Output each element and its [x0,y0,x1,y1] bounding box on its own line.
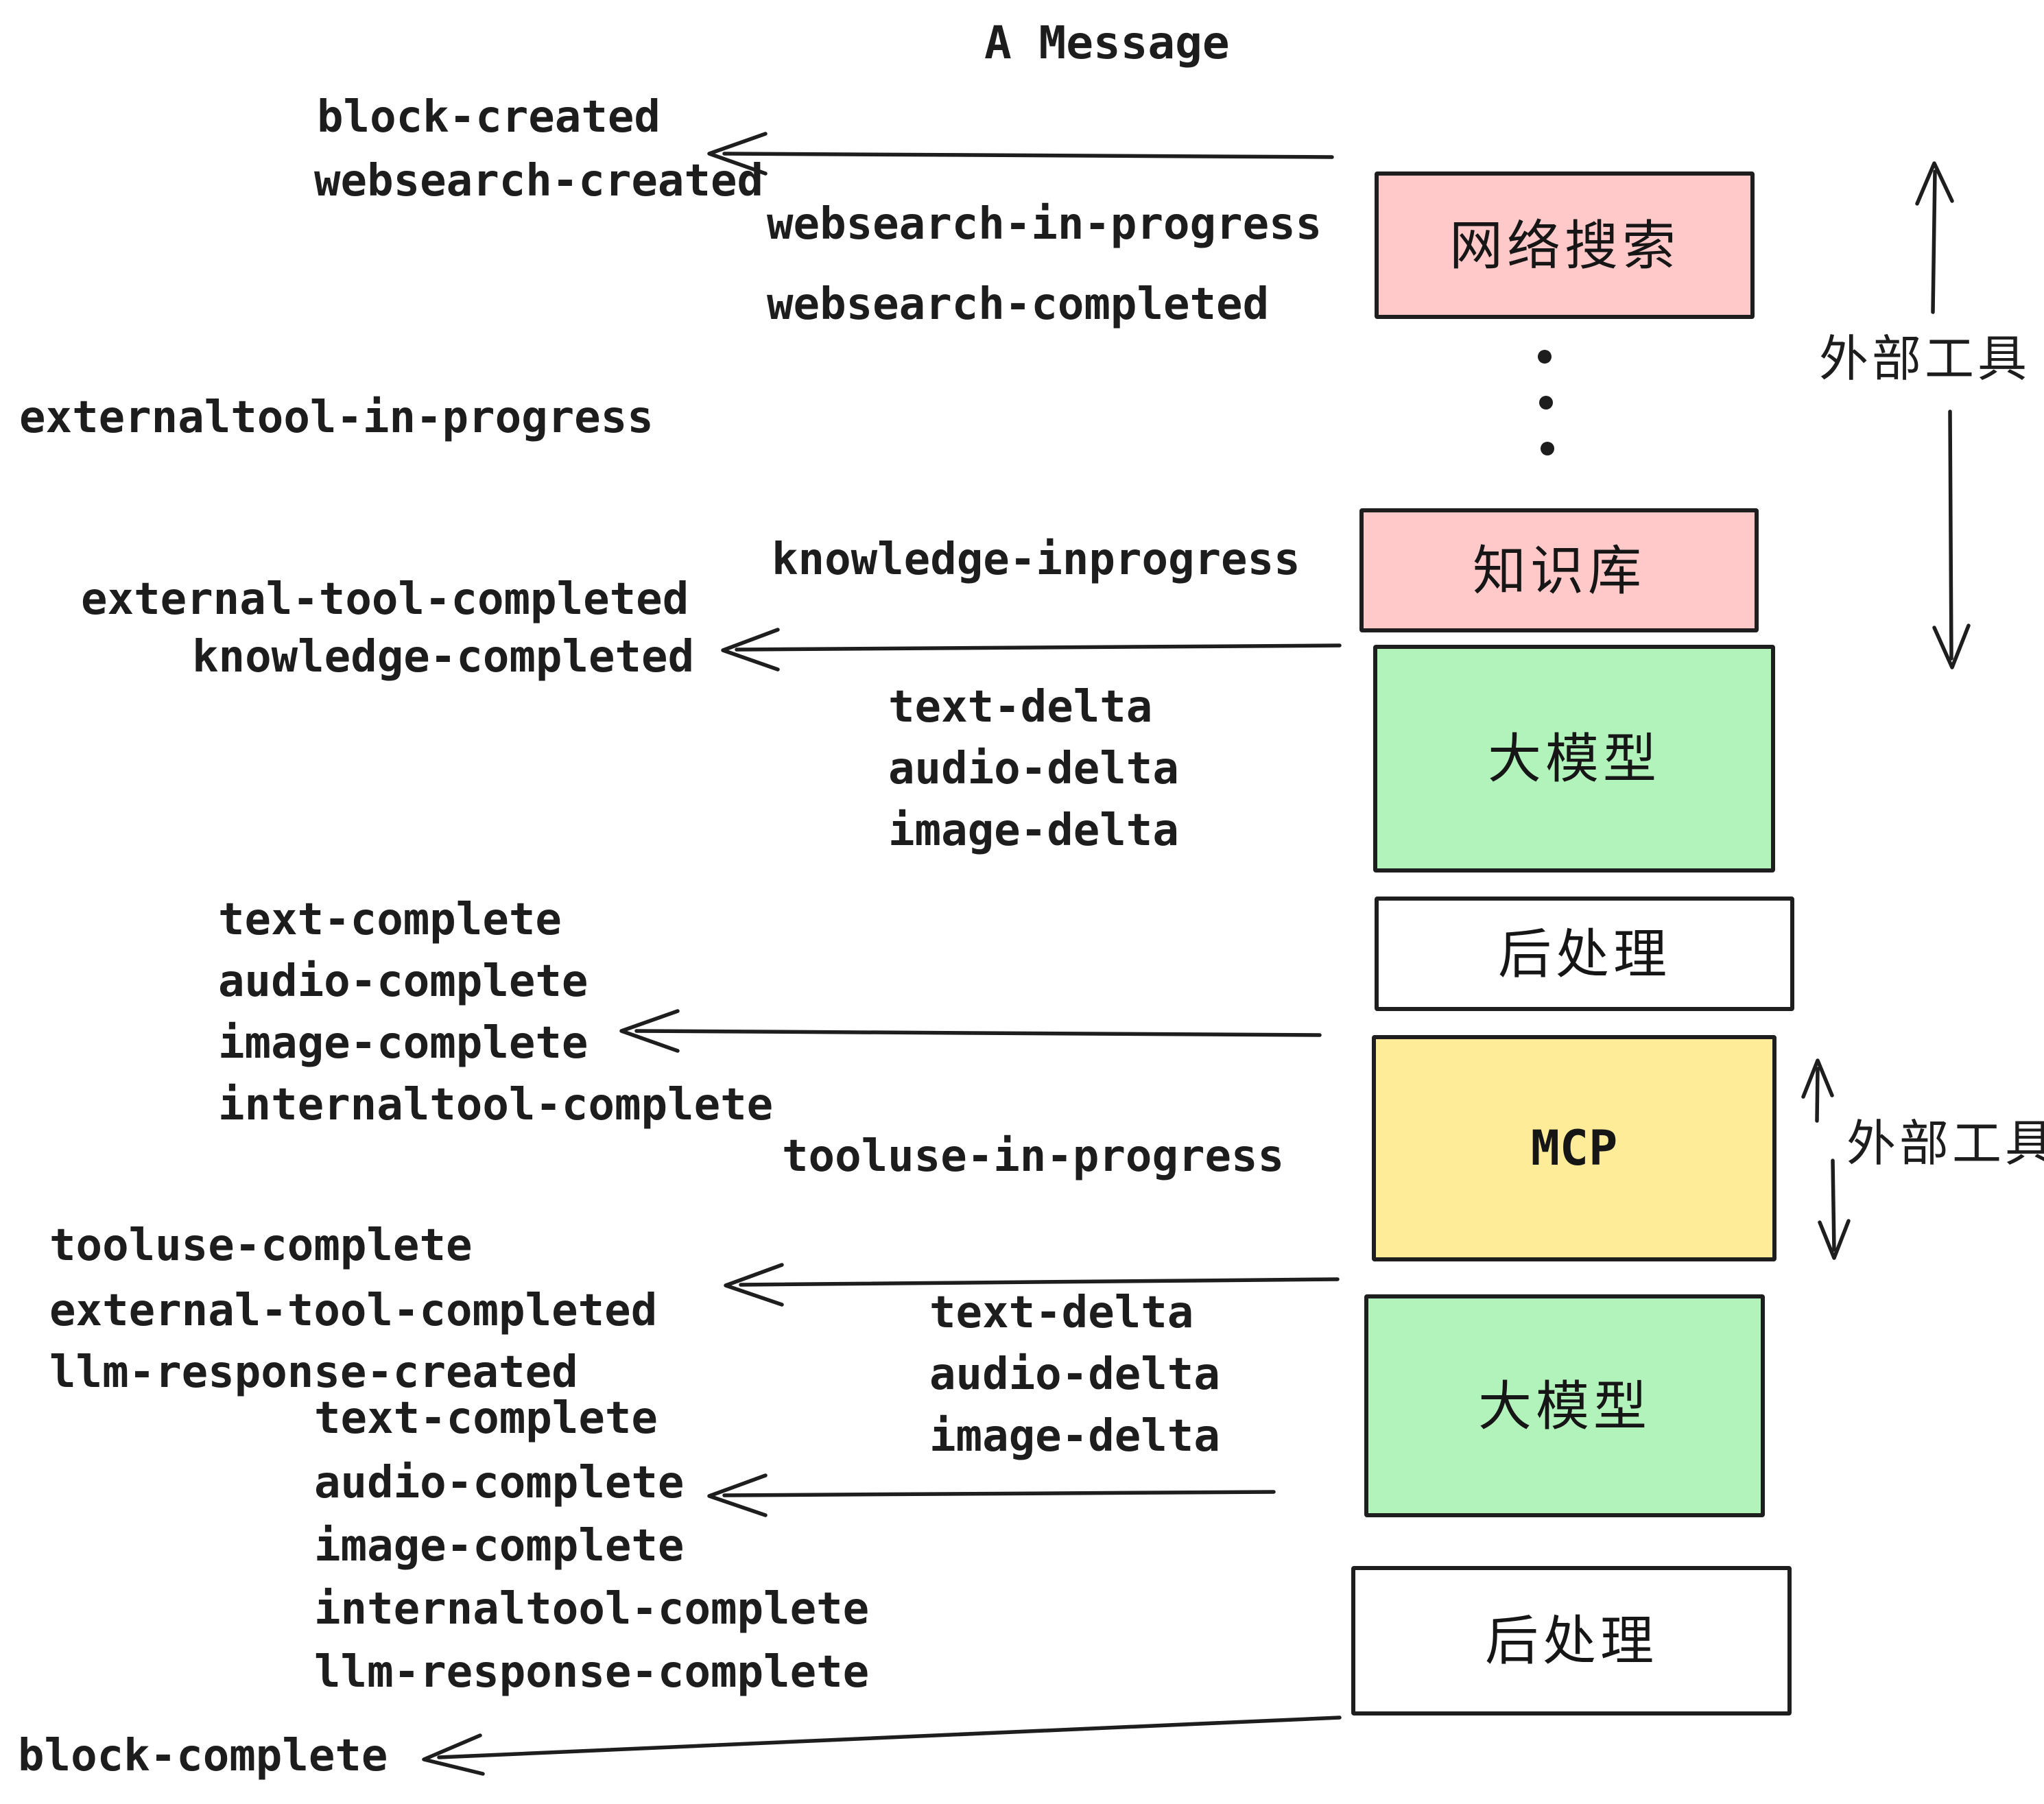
node-llm-2: 大模型 [1364,1294,1765,1517]
arrow-websearch-to-block-created [707,132,1334,176]
event-label-websearch-completed: websearch-completed [767,279,1270,330]
node-postprocess-1: 后处理 [1375,897,1794,1011]
node-knowledge-base: 知识库 [1359,508,1759,632]
node-mcp-label: MCP [1530,1120,1618,1176]
node-knowledge-base-label: 知识库 [1472,540,1645,601]
event-label-llm-response-complete: llm-response-complete [314,1647,870,1698]
event-label-llm-response-created: llm-response-created [49,1347,578,1398]
event-label-image-complete-2: image-complete [314,1521,685,1571]
event-label-externaltool-in-progress: externaltool-in-progress [19,392,654,443]
event-label-text-complete-2: text-complete [314,1393,658,1444]
event-label-audio-delta-2: audio-delta [929,1349,1220,1400]
node-postprocess-2-label: 后处理 [1484,1611,1658,1671]
event-label-text-complete-1: text-complete [218,894,562,945]
diagram-title: A Message [984,16,1230,69]
event-label-image-complete-1: image-complete [218,1018,589,1069]
external-tools-down-arrow [1932,410,1971,669]
node-llm-1: 大模型 [1373,645,1775,873]
event-label-websearch-in-progress: websearch-in-progress [767,199,1322,250]
node-llm-1-label: 大模型 [1487,728,1661,789]
mcp-external-tools-up-arrow [1801,1058,1834,1123]
event-label-audio-complete-1: audio-complete [218,956,589,1007]
node-websearch: 网络搜索 [1375,171,1755,319]
arrow-llm2-to-audio-complete [707,1473,1276,1517]
node-websearch-label: 网络搜索 [1449,215,1680,276]
event-label-external-tool-completed-1: external-tool-completed [81,574,689,625]
arrow-knowledge-to-knowledge-completed [721,628,1342,672]
side-label-external-tools-1: 外部工具 [1819,332,2031,387]
mcp-external-tools-down-arrow [1818,1159,1851,1260]
event-label-internaltool-complete-2: internaltool-complete [314,1584,870,1635]
ellipsis-dots [1538,350,1554,455]
event-label-tooluse-in-progress: tooluse-in-progress [782,1131,1285,1182]
arrow-postprocess-to-image-complete [619,1009,1322,1053]
event-label-audio-complete-2: audio-complete [314,1458,685,1508]
node-postprocess-1-label: 后处理 [1497,923,1671,984]
event-label-websearch-created: websearch-created [314,156,764,206]
event-label-image-delta-2: image-delta [929,1411,1220,1462]
event-label-image-delta-1: image-delta [888,805,1179,856]
event-label-text-delta-2: text-delta [929,1287,1194,1338]
external-tools-up-arrow [1915,161,1954,314]
event-label-tooluse-complete: tooluse-complete [49,1220,473,1271]
arrow-postprocess2-to-block-complete [422,1716,1342,1776]
event-label-knowledge-completed: knowledge-completed [192,632,695,683]
node-llm-2-label: 大模型 [1477,1375,1651,1436]
event-label-audio-delta-1: audio-delta [888,744,1179,794]
event-label-block-created: block-created [317,92,661,143]
node-mcp: MCP [1372,1035,1776,1261]
event-label-external-tool-completed-2: external-tool-completed [49,1285,658,1336]
side-label-external-tools-2: 外部工具 [1846,1117,2044,1172]
node-postprocess-2: 后处理 [1351,1566,1792,1716]
event-label-knowledge-inprogress: knowledge-inprogress [772,534,1300,585]
event-label-block-complete: block-complete [18,1731,388,1781]
event-label-internaltool-complete-1: internaltool-complete [218,1080,774,1130]
event-label-text-delta-1: text-delta [888,682,1153,733]
